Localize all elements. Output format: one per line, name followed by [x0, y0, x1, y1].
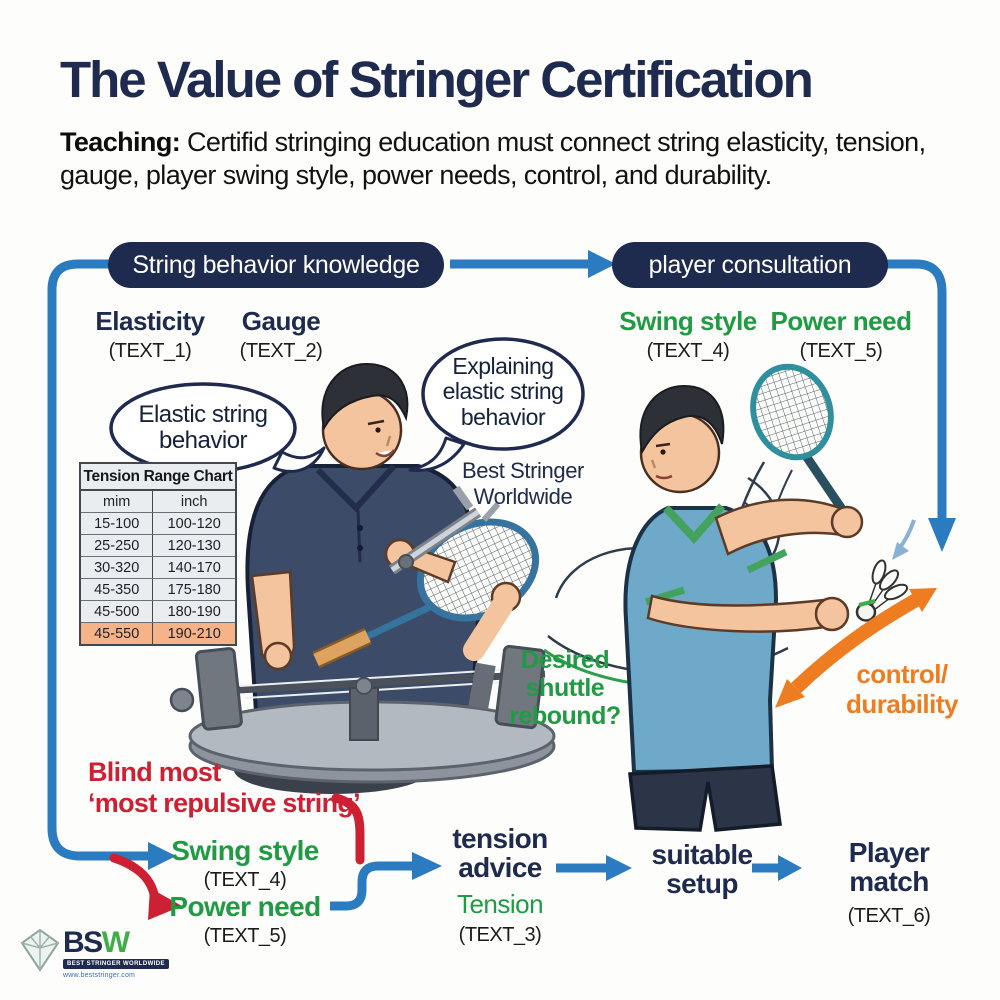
- table-title: Tension Range Chart: [81, 464, 235, 491]
- pill-left-label: String behavior knowledge: [132, 250, 420, 279]
- bubble-left-text: Elastic string behavior: [138, 401, 268, 455]
- stringing-machine: [169, 644, 556, 794]
- col-mim: mim: [81, 491, 154, 512]
- elasticity-value: (TEXT_1): [108, 340, 192, 362]
- stringer-hair: [321, 362, 409, 431]
- factor-power-need: Power need (TEXT_5): [771, 306, 912, 363]
- player-racket-arm: [714, 498, 850, 556]
- calipers: [388, 485, 501, 575]
- bsw-logo: BSW BEST STRINGER WORLDWIDE www.beststri…: [20, 928, 169, 979]
- control-durability-arrow: [775, 588, 937, 708]
- bottom-tension-advice: tension advice Tension (TEXT_3): [440, 824, 560, 947]
- bottom-power-need: Power need (TEXT_5): [169, 891, 321, 948]
- stringer-left-hand: [263, 641, 293, 671]
- col-inch: inch: [180, 493, 208, 510]
- swing-style-label: Swing style: [619, 306, 757, 336]
- page-title: The Value of Stringer Certification: [60, 51, 814, 108]
- blue-arrowheads: [148, 250, 956, 881]
- bubble-right-text: Explaining elastic string behavior: [442, 353, 564, 430]
- brand-caption: Best Stringer Worldwide: [462, 458, 584, 509]
- player-shirt: [623, 506, 779, 775]
- bsw-diamond-icon: [20, 928, 60, 972]
- player-racket: [750, 363, 852, 521]
- control-durability-caption: control/ durability: [845, 659, 959, 719]
- player-shorts: [628, 764, 782, 832]
- arrow-right-connector: [886, 259, 947, 518]
- player-figure: [623, 363, 864, 832]
- tension-green-label: Tension: [456, 888, 544, 919]
- stringer-figure: [245, 362, 540, 744]
- table-header-row: mim inch: [81, 491, 235, 512]
- flow-arrows-blue: [47, 259, 947, 911]
- pill-player-consultation: player consultation: [612, 242, 888, 288]
- shuttlecock-icon: [855, 559, 909, 622]
- stringer-collar: [315, 463, 397, 513]
- factor-elasticity: Elasticity (TEXT_1): [95, 306, 205, 363]
- bottom-swing-style: Swing style (TEXT_4): [171, 835, 319, 892]
- gauge-value: (TEXT_2): [239, 340, 323, 362]
- power-need-value: (TEXT_5): [799, 340, 883, 362]
- pill-right-label: player consultation: [648, 250, 852, 279]
- gauge-label: Gauge: [241, 306, 321, 336]
- teaching-paragraph: Teaching: Certifid stringing education m…: [60, 126, 948, 192]
- stringer-placket: [356, 509, 362, 563]
- factor-gauge: Gauge (TEXT_2): [240, 306, 323, 363]
- bsw-url: www.beststringer.com: [63, 972, 136, 979]
- player-hair: [639, 384, 725, 455]
- red-arrowhead: [148, 888, 182, 920]
- arrow-powerneed-to-tension: [330, 861, 412, 911]
- machine-knob: [169, 687, 195, 713]
- bsw-banner: BEST STRINGER WORLDWIDE: [63, 959, 169, 969]
- swing-style-value: (TEXT_4): [646, 340, 730, 362]
- arrow-left-connector: [47, 259, 148, 861]
- shuttle-drop-arrow: [892, 519, 916, 560]
- player-grip-hand: [830, 505, 864, 539]
- bottom-player-match: Player match (TEXT_6): [847, 837, 931, 927]
- factor-swing-style: Swing style (TEXT_4): [619, 306, 757, 363]
- red-curve-from-note: [331, 793, 365, 865]
- player-fist: [814, 596, 850, 632]
- pill-string-behavior-knowledge: String behavior knowledge: [108, 242, 444, 288]
- power-need-label: Power need: [770, 306, 912, 336]
- player-collar: [663, 503, 726, 544]
- bottom-suitable-setup: suitable setup: [651, 839, 753, 900]
- blind-note-caption: Blind most ‘most repulsive string’: [88, 757, 361, 819]
- machine-clamp: [349, 687, 379, 741]
- desired-rebound-caption: Desired shuttle rebound?: [509, 646, 621, 730]
- teaching-text: Certifid stringing education must connec…: [60, 127, 926, 190]
- speech-bubble-right: [408, 337, 585, 472]
- elasticity-label: Elasticity: [95, 306, 205, 336]
- bsw-acronym: BSW: [63, 926, 130, 959]
- teaching-label: Teaching:: [60, 127, 181, 157]
